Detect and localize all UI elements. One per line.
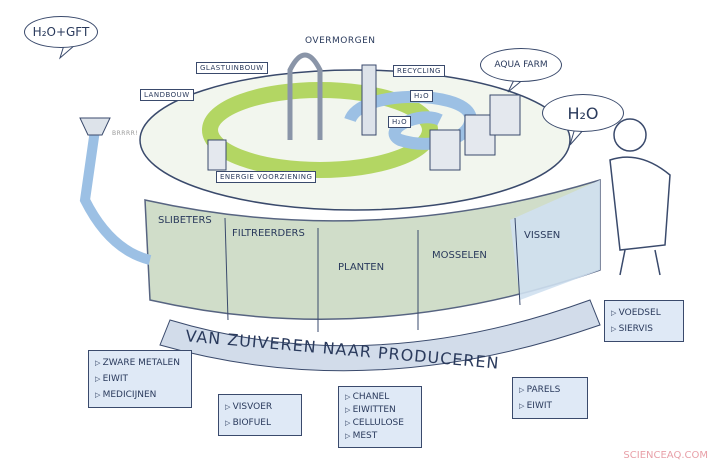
label-sound: BRRRR!: [112, 130, 139, 137]
tank-mosselen: MOSSELEN: [432, 250, 487, 261]
speech-bubble-h2o: H₂O: [542, 94, 624, 132]
list-item: EIWIT: [95, 371, 185, 387]
tank-slibeters: SLIBETERS: [158, 215, 212, 226]
list-slibeters: ZWARE METALEN EIWIT MEDICIJNEN: [88, 350, 192, 408]
label-recycling: RECYCLING: [393, 65, 445, 77]
list-item: PARELS: [519, 382, 581, 398]
label-landbouw: LANDBOUW: [140, 89, 194, 101]
tower: [361, 64, 377, 136]
label-h2o-a: H₂O: [410, 90, 434, 102]
watermark: SCIENCEAQ.COM: [623, 450, 708, 461]
tank-dividers: [224, 217, 521, 332]
list-item: EIWIT: [519, 398, 581, 414]
list-item: VISVOER: [225, 399, 295, 415]
list-item: CELLULOSE: [345, 417, 415, 430]
person: [609, 118, 671, 276]
vissen-water: [510, 180, 600, 300]
tank-filtreerders: FILTREERDERS: [232, 228, 305, 239]
list-item: BIOFUEL: [225, 415, 295, 431]
label-glastuinbouw: GLASTUINBOUW: [196, 62, 268, 74]
list-item: SIERVIS: [611, 321, 677, 337]
list-filtreerders: VISVOER BIOFUEL: [218, 394, 302, 436]
list-vissen: VOEDSEL SIERVIS: [604, 300, 684, 342]
arch: [287, 52, 323, 140]
list-planten: CHANEL EIWITTEN CELLULOSE MEST: [338, 386, 422, 448]
list-item: ZWARE METALEN: [95, 355, 185, 371]
tank-vissen: VISSEN: [524, 230, 561, 241]
buildings-right: [429, 94, 521, 171]
list-item: CHANEL: [345, 391, 415, 404]
list-mosselen: PARELS EIWIT: [512, 377, 588, 419]
speech-bubble-aqua-farm: AQUA FARM: [480, 48, 562, 82]
list-item: MEDICIJNEN: [95, 387, 185, 403]
label-h2o-b: H₂O: [388, 116, 412, 128]
cooling-tower: [207, 139, 227, 171]
speech-bubble-h2o-gft: H₂O+GFT: [24, 16, 98, 48]
bubble-text: H₂O: [567, 103, 599, 123]
bubble-tail: [569, 127, 586, 146]
label-energie-voorziening: ENERGIE VOORZIENING: [216, 171, 317, 183]
banner-ribbon: [159, 299, 601, 372]
label-overmorgen: OVERMORGEN: [305, 36, 376, 46]
list-item: VOEDSEL: [611, 305, 677, 321]
pipe: [79, 129, 152, 265]
tank-planten: PLANTEN: [338, 262, 385, 273]
funnel: [79, 117, 111, 136]
bubble-text: H₂O+GFT: [32, 25, 90, 39]
list-item: EIWITTEN: [345, 404, 415, 417]
bubble-text: AQUA FARM: [494, 60, 548, 70]
list-item: MEST: [345, 430, 415, 443]
